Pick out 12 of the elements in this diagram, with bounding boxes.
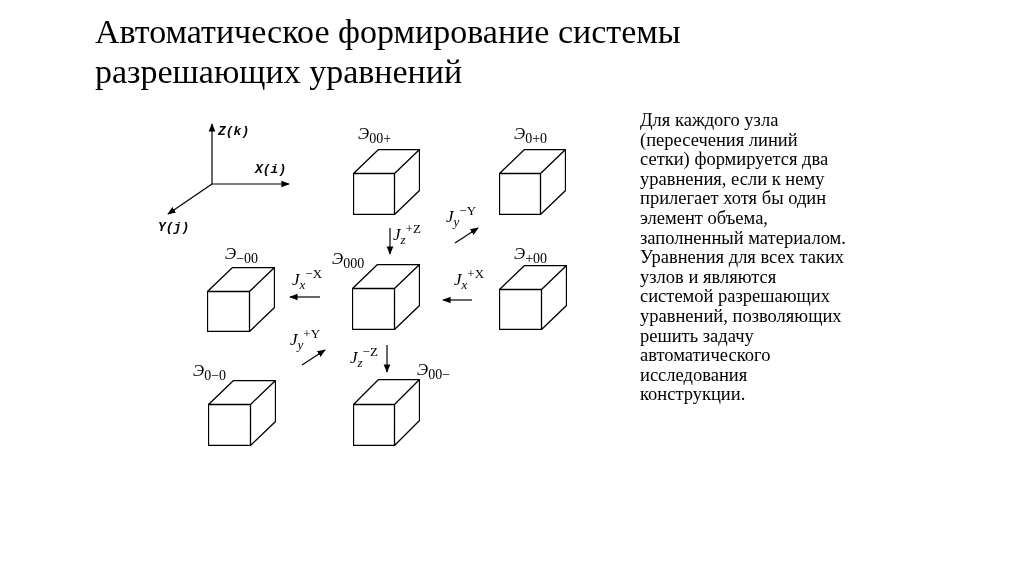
axis-label: X(i)	[255, 162, 287, 177]
element-label: Э$_{000}$	[332, 250, 365, 274]
element-label: Э$_{0+0}$	[514, 125, 548, 149]
element-label: Э$_{00+}$	[358, 125, 392, 149]
slide-title: Автоматическое формирование системы разрешающих уравнений	[95, 12, 682, 92]
element-label: Э$_{−00}$	[225, 245, 259, 269]
element-label: Э$_{+00}$	[514, 245, 548, 269]
description-text: Для каждого узла (пересечения линий сетки) формируется два уравнения, если к нему прилегает хотя бы один элемент объема, заполненный материалом. Уравнения для всех таких узлов и являются системой разрешающих уравнений, позволяющих решить задачу автоматического исследования конструкции.	[640, 111, 847, 405]
axis-label: Y(j)	[158, 220, 190, 235]
axis-label: Z(k)	[218, 124, 250, 139]
element-label: Э$_{0−0}$	[193, 362, 227, 386]
element-label: Э$_{00−}$	[417, 361, 451, 385]
